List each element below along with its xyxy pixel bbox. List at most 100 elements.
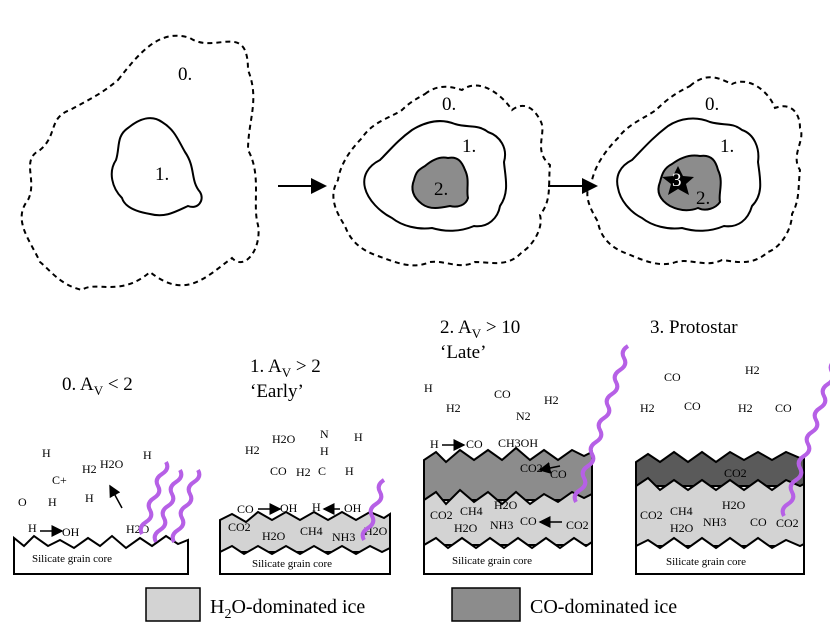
molecule: CO — [550, 467, 567, 481]
photon-wave — [152, 469, 184, 543]
photon-wave — [572, 344, 630, 503]
panel-3-core-label: Silicate grain core — [666, 556, 746, 568]
cloud-2-label-protostar: 3 — [672, 170, 682, 191]
molecule: H2 — [446, 401, 461, 415]
molecule: CO2 — [724, 466, 747, 480]
grain-panel-0: 0. AV < 2 H C+ H2O H H2 O H H H OH H2O S… — [13, 374, 202, 575]
molecule: C+ — [52, 473, 67, 487]
molecule: H — [312, 500, 321, 514]
panel-1-subtitle: ‘Early’ — [250, 381, 304, 402]
legend-swatch-co-ice — [451, 587, 521, 622]
molecule: CO — [494, 387, 511, 401]
molecule: CH4 — [460, 504, 483, 518]
molecule: CO2 — [640, 508, 663, 522]
cloud-stage-2: 0. 1. 2. 3 — [586, 76, 803, 266]
panel-2-title: 2. AV > 10 — [440, 317, 520, 341]
panel-0-grain-core — [13, 534, 189, 575]
molecule: CO2 — [520, 461, 543, 475]
molecule: H2 — [544, 393, 559, 407]
molecule: H — [48, 495, 57, 509]
panel-2-grain-core — [423, 536, 593, 575]
panel-0-title: 0. AV < 2 — [62, 374, 133, 398]
cloud-2-core-region — [657, 154, 722, 212]
molecule: NH3 — [703, 515, 726, 529]
cloud-1-core-region — [411, 156, 470, 209]
panel-1-title: 1. AV > 2 — [250, 356, 321, 380]
molecule: OH — [62, 525, 80, 539]
cloud-1-label-middle: 1. — [462, 136, 476, 157]
legend-label-co-ice: CO-dominated ice — [530, 596, 677, 618]
cloud-1-middle-boundary — [363, 120, 508, 232]
grain-panel-2: 2. AV > 10 ‘Late’ H CO H2 N2 H2 H CO CH3… — [423, 317, 630, 575]
cloud-1-label-outer: 0. — [442, 94, 456, 115]
panel-2-h2o-ice-layer — [423, 488, 593, 546]
molecule: H2O — [262, 529, 286, 543]
panel-1-core-label: Silicate grain core — [252, 558, 332, 570]
molecule: H2 — [296, 465, 311, 479]
molecule: CO — [750, 515, 767, 529]
cloud-2-label-middle: 1. — [720, 136, 734, 157]
legend: H2O-dominated ice CO-dominated ice — [145, 587, 677, 622]
molecule: NH3 — [332, 530, 355, 544]
molecule: OH — [280, 501, 298, 515]
molecule: H — [42, 446, 51, 460]
molecule: C — [318, 464, 326, 478]
molecule: H2 — [245, 443, 260, 457]
molecule: H2O — [494, 498, 518, 512]
molecule: CO — [466, 437, 483, 451]
molecule: CH3OH — [498, 436, 538, 450]
molecule: CH4 — [300, 524, 323, 538]
cloud-stage-0: 0. 1. — [20, 34, 260, 292]
molecule: CO2 — [776, 516, 799, 530]
molecule: CO2 — [566, 518, 589, 532]
molecule: CO2 — [228, 520, 251, 534]
panel-1-grain-core — [219, 544, 391, 575]
molecule: H2O — [272, 432, 296, 446]
molecule: H — [345, 464, 354, 478]
molecule: H — [424, 381, 433, 395]
legend-label-h2o-ice: H2O-dominated ice — [210, 596, 365, 622]
panel-2-co-ice-layer — [423, 446, 593, 501]
panel-3-title: 3. Protostar — [650, 317, 738, 338]
molecule: H — [85, 491, 94, 505]
molecule: H2 — [738, 401, 753, 415]
cloud-1-outer-boundary — [332, 84, 552, 267]
molecule: CO — [520, 514, 537, 528]
cloud-1-label-core: 2. — [434, 179, 448, 200]
grain-panel-3: 3. Protostar CO H2 H2 CO H2 CO CO2 H2O C… — [635, 317, 830, 575]
molecule: H2 — [82, 462, 97, 476]
molecule: OH — [344, 501, 362, 515]
photon-wave — [138, 461, 170, 535]
panel-0-core-label: Silicate grain core — [32, 553, 112, 565]
molecule: O — [18, 495, 27, 509]
molecule: N — [320, 427, 329, 441]
molecule: CH4 — [670, 504, 693, 518]
molecule: CO — [684, 399, 701, 413]
protostar-star-icon — [662, 166, 694, 195]
photon-wave — [360, 478, 386, 541]
molecule: H2O — [722, 498, 746, 512]
molecule: H2 — [745, 363, 760, 377]
molecule: H2 — [640, 401, 655, 415]
panel-3-co-ice-layer — [635, 450, 805, 487]
reaction-arrow — [109, 484, 123, 509]
panel-2-core-label: Silicate grain core — [452, 555, 532, 567]
cloud-2-label-outer: 0. — [705, 94, 719, 115]
molecule: H — [143, 448, 152, 462]
cloud-stage-1: 0. 1. 2. — [332, 84, 552, 267]
molecule: CO — [664, 370, 681, 384]
panel-1-h2o-ice-layer — [219, 510, 391, 553]
reaction-arrow — [538, 462, 561, 474]
cloud-2-label-core: 2. — [696, 188, 710, 209]
panel-3-h2o-ice-layer — [635, 476, 805, 547]
molecule: CO — [270, 464, 287, 478]
panel-2-subtitle: ‘Late’ — [440, 342, 486, 363]
molecule: H2O — [100, 457, 124, 471]
cloud-0-label-outer: 0. — [178, 64, 192, 85]
cloud-0-label-inner: 1. — [155, 164, 169, 185]
photon-wave — [780, 363, 830, 517]
panel-3-grain-core — [635, 536, 805, 575]
cloud-2-outer-boundary — [586, 76, 803, 266]
molecule: CO — [237, 502, 254, 516]
